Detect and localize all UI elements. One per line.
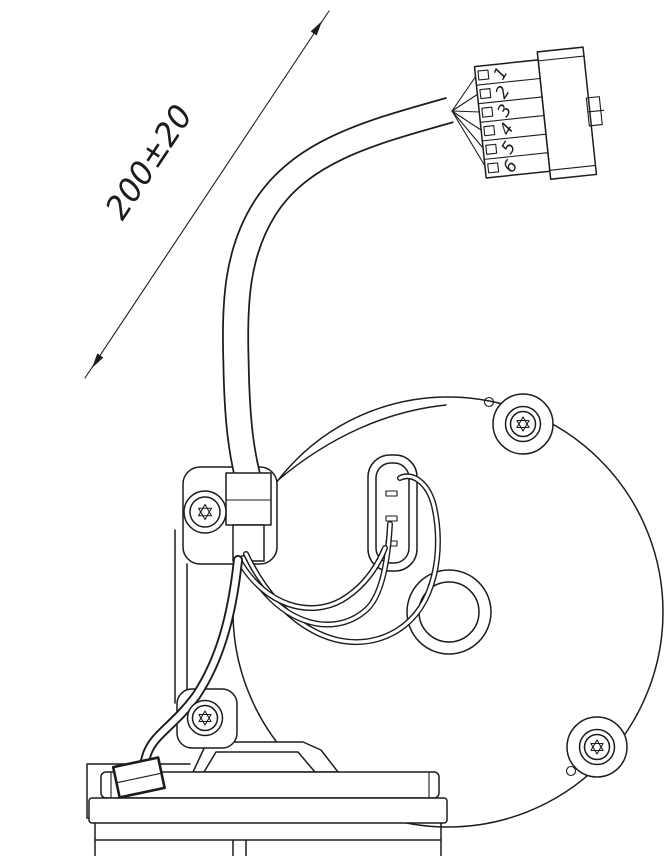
dimension-arrow-top [310, 21, 322, 36]
wire-fan-lines [451, 75, 486, 167]
pin-dividers [475, 77, 549, 160]
pin-window-1 [477, 69, 490, 81]
torx-icon [590, 739, 604, 752]
connector-6pin: 1 2 3 4 5 6 [473, 46, 605, 180]
base-bottom-lines [94, 822, 442, 856]
dimension-arrow-bottom [92, 353, 104, 368]
pin-window-3 [481, 106, 494, 118]
torx-icon [516, 419, 530, 432]
pilot-hole-top [483, 396, 495, 408]
fan-wire-1 [451, 75, 477, 112]
terminal-pin-2 [385, 515, 398, 522]
terminal-slot-outer [367, 454, 418, 572]
wire-bundle [139, 555, 243, 769]
connector-latch-line [587, 109, 605, 113]
base-connector-plug [111, 756, 166, 799]
pin-window-4 [483, 125, 496, 137]
motor-housing [232, 393, 664, 828]
screw-lower-left [186, 699, 224, 737]
fan-wire-4 [451, 110, 482, 131]
motor-wires [237, 473, 441, 646]
screw-boss-inner [509, 410, 537, 438]
base-plate-upper-ticks [110, 771, 430, 799]
torx-icon [197, 503, 213, 517]
wire-1-core [244, 474, 440, 644]
dimension-text: 200±20 [97, 98, 200, 226]
fan-wire-5 [451, 110, 484, 149]
terminal-slot [367, 454, 418, 572]
terminal-slot-inner [375, 462, 410, 564]
screw-bottom-right [578, 728, 616, 766]
torx-icon [516, 416, 530, 429]
base-plug-divider [115, 772, 163, 784]
screw-boss-inner [583, 733, 611, 761]
torx-icon [197, 507, 213, 521]
hub-outer-circle [406, 569, 492, 655]
torx-icon [198, 713, 212, 726]
screw-top [504, 405, 542, 443]
housing-seam-line [276, 404, 447, 482]
left-plate-edges [174, 529, 188, 704]
fan-wire-3 [451, 110, 481, 113]
pin-window-5 [485, 143, 498, 155]
cable-core [223, 98, 454, 481]
screw-bracket-tab [183, 490, 227, 534]
screw-boss-inner [191, 704, 219, 732]
base-plate-lower [88, 797, 448, 824]
pin-window-6 [487, 162, 500, 174]
pin-window-2 [479, 88, 492, 100]
wire-bundle-core [140, 556, 242, 768]
torx-icon [198, 710, 212, 723]
terminal-pin-1 [385, 490, 398, 497]
base-foot-inner [203, 751, 316, 773]
fan-wire-2 [451, 93, 479, 112]
torx-icon [590, 742, 604, 755]
cable-clamp-upper [225, 472, 272, 526]
connector-flange-lines [537, 55, 597, 171]
cable [222, 97, 454, 482]
dimension-line [84, 10, 330, 379]
wire-3-core [238, 546, 387, 610]
cable-clamp [225, 472, 272, 562]
fan-wire-6 [451, 110, 486, 167]
screw-boss-inner [189, 496, 221, 528]
pilot-hole-bottom [565, 765, 577, 777]
